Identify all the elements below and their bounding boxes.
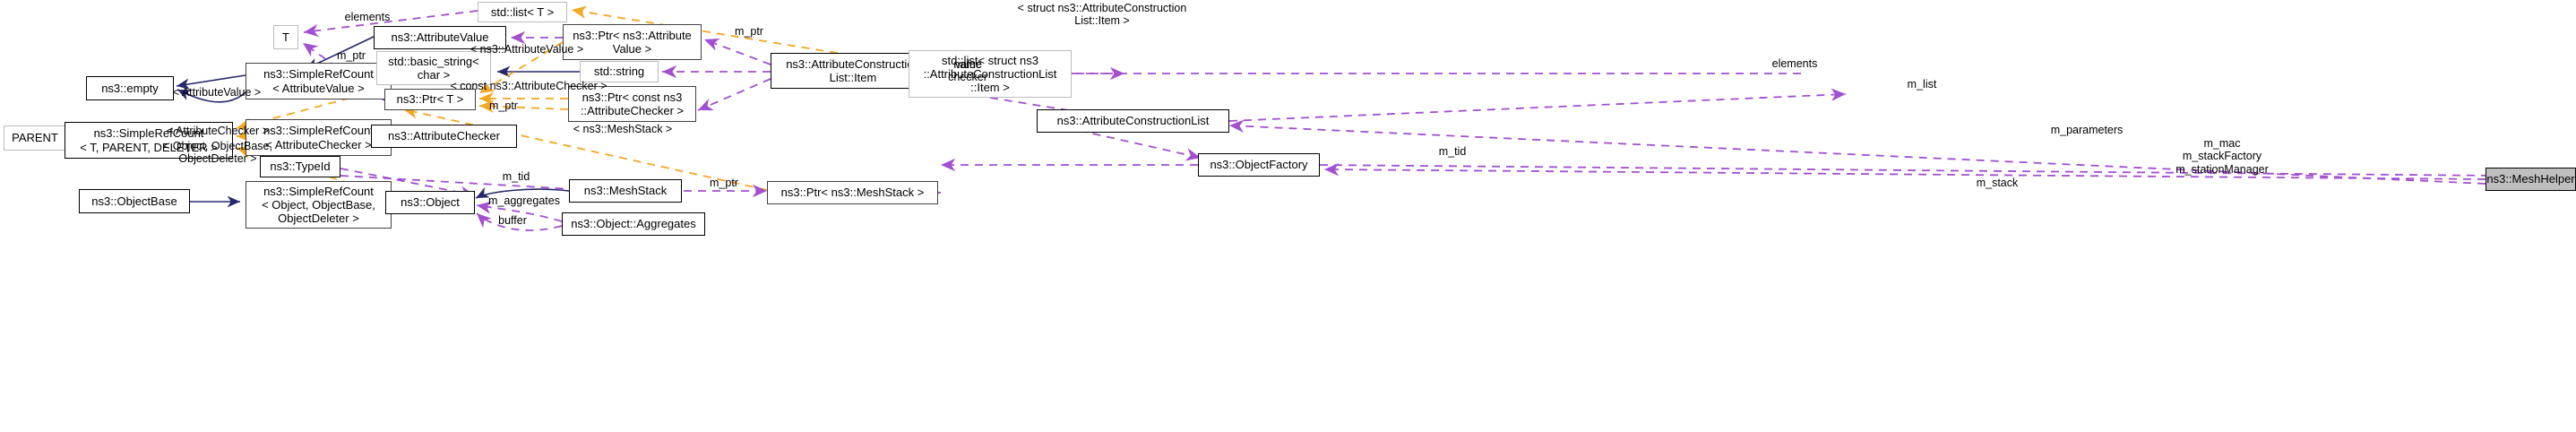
edge-label-elements-t: elements xyxy=(344,11,391,23)
edge-label-m-stack: m_stack xyxy=(1976,177,2019,189)
edge-label-m-tid-objectfactory: m_tid xyxy=(1438,145,1467,158)
node-ns3-empty[interactable]: ns3::empty xyxy=(86,76,174,100)
edge-label-ns3-attributevalue-tmpl: < ns3::AttributeValue > xyxy=(470,43,584,56)
node-ns3-objectbase[interactable]: ns3::ObjectBase xyxy=(79,189,190,213)
node-ns3-attributechecker[interactable]: ns3::AttributeChecker xyxy=(371,125,517,148)
edge-label-m-list: m_list xyxy=(1907,78,1937,91)
node-simplerefcount-object-objectbase-objectdeleter[interactable]: ns3::SimpleRefCount < Object, ObjectBase… xyxy=(246,181,392,229)
edge-label-value: value xyxy=(955,58,982,71)
edge-label-m-parameters: m_parameters xyxy=(2050,124,2124,136)
edge-label-object-objectbase-objectdeleter: < Object, ObjectBase, ObjectDeleter > xyxy=(163,140,272,166)
edge-label-buffer: buffer xyxy=(498,214,527,227)
edge-label-m-ptr-meshstack: m_ptr xyxy=(710,177,738,189)
edge-label-const-ns3-attributechecker-tmpl: < const ns3::AttributeChecker > xyxy=(450,80,607,92)
node-std-basic-string-char[interactable]: std::basic_string< char > xyxy=(376,51,491,85)
node-ns3-meshhelper[interactable]: ns3::MeshHelper xyxy=(2486,168,2576,191)
node-ns3-object[interactable]: ns3::Object xyxy=(385,191,475,214)
node-ns3-meshstack[interactable]: ns3::MeshStack xyxy=(569,179,682,203)
edge-label-ns3-meshstack-tmpl: < ns3::MeshStack > xyxy=(573,123,673,135)
node-template-t[interactable]: T xyxy=(273,25,298,49)
node-simplerefcount-t-parent-deleter[interactable]: ns3::SimpleRefCount < T, PARENT, DELETER… xyxy=(65,122,233,159)
edge-label-m-ptr-ptr-av: m_ptr xyxy=(735,25,763,38)
edge-label-elements-item: elements xyxy=(1771,57,1818,70)
edge-label-m-aggregates: m_aggregates xyxy=(488,194,560,207)
edge-label-checker: checker xyxy=(948,71,987,83)
node-ns3-ptr-meshstack[interactable]: ns3::Ptr< ns3::MeshStack > xyxy=(767,181,938,204)
edge-label-m-ptr-ptr-t: m_ptr xyxy=(489,99,518,112)
edge-label-attributevalue-empty: < AttributeValue > xyxy=(172,86,262,99)
node-ns3-objectfactory[interactable]: ns3::ObjectFactory xyxy=(1198,153,1320,177)
edge-label-meshhelper-members: m_mac m_stackFactory m_stationManager xyxy=(2175,137,2269,176)
node-std-list-t[interactable]: std::list< T > xyxy=(478,2,567,22)
edge-label-name-visible: name xyxy=(953,58,982,71)
edge-label-m-ptr-srefcount-av: m_ptr xyxy=(337,49,366,62)
node-parent[interactable]: PARENT xyxy=(4,125,66,151)
node-ns3-attributeconstructionlist[interactable]: ns3::AttributeConstructionList xyxy=(1037,109,1229,133)
edge-label-m-tid-object: m_tid xyxy=(502,170,530,183)
edge-label-struct-acl-item: < struct ns3::AttributeConstruction List… xyxy=(1017,2,1187,28)
node-ns3-object-aggregates[interactable]: ns3::Object::Aggregates xyxy=(562,212,705,236)
edge-label-attributechecker: < AttributeChecker > xyxy=(167,125,269,137)
